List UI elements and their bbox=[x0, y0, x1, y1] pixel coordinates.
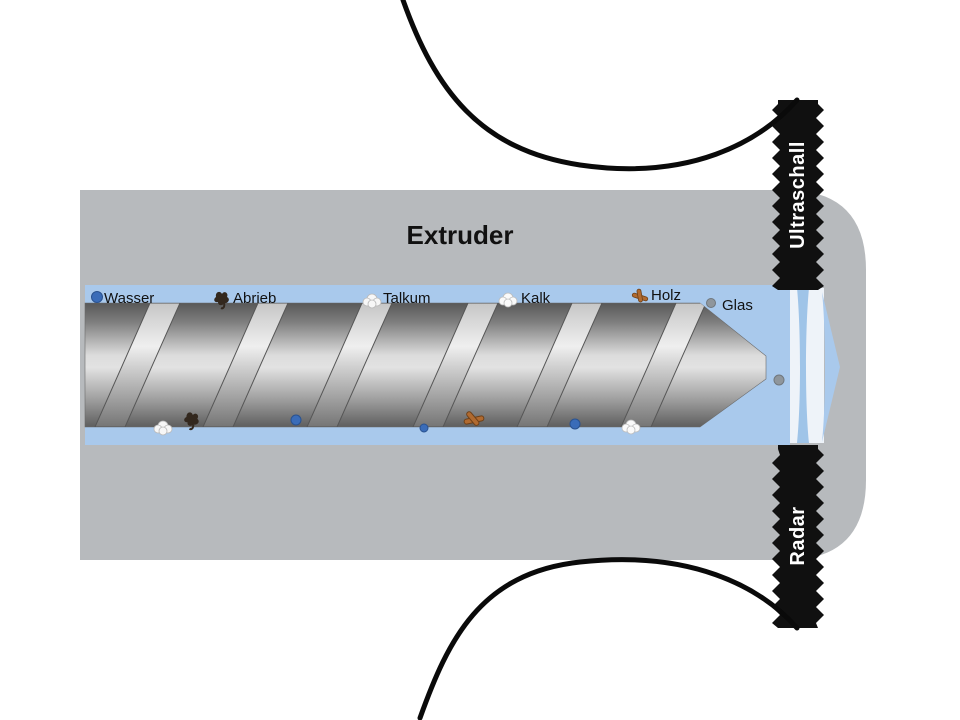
abrasion-particle-icon bbox=[184, 412, 199, 431]
lime-particle-icon bbox=[621, 419, 641, 435]
material-label-glas: Glas bbox=[722, 297, 753, 314]
glass-particle-icon bbox=[706, 298, 716, 308]
diagram-title: Extruder bbox=[406, 220, 514, 250]
exit-cone bbox=[822, 292, 840, 442]
talc-particle-icon bbox=[362, 293, 382, 309]
ultrasound-sensor bbox=[772, 100, 824, 290]
glass-particle-icon bbox=[773, 374, 785, 386]
radar-cable bbox=[417, 557, 800, 720]
die-throat bbox=[797, 288, 809, 443]
ultrasound-cable bbox=[400, 0, 800, 172]
water-particle-icon bbox=[290, 414, 302, 426]
material-label-wasser: Wasser bbox=[104, 290, 155, 307]
screw-flights bbox=[94, 303, 707, 427]
material-label-abrieb: Abrieb bbox=[233, 290, 277, 307]
radar-sensor bbox=[772, 445, 824, 628]
water-particle-icon bbox=[419, 423, 429, 433]
radar-sensor-label: Radar bbox=[787, 506, 809, 566]
water-particle-icon bbox=[569, 418, 581, 430]
talc-particle-icon bbox=[153, 420, 173, 436]
wood-particle-icon bbox=[631, 288, 649, 303]
material-label-holz: Holz bbox=[651, 287, 682, 304]
ultrasound-sensor-label: Ultraschall bbox=[787, 141, 809, 249]
abrasion-particle-icon bbox=[214, 291, 229, 310]
material-label-talkum: Talkum bbox=[383, 290, 431, 307]
material-label-kalk: Kalk bbox=[521, 290, 551, 307]
lime-particle-icon bbox=[498, 292, 518, 308]
water-particle-icon bbox=[91, 291, 103, 303]
wood-particle-icon bbox=[463, 411, 485, 426]
